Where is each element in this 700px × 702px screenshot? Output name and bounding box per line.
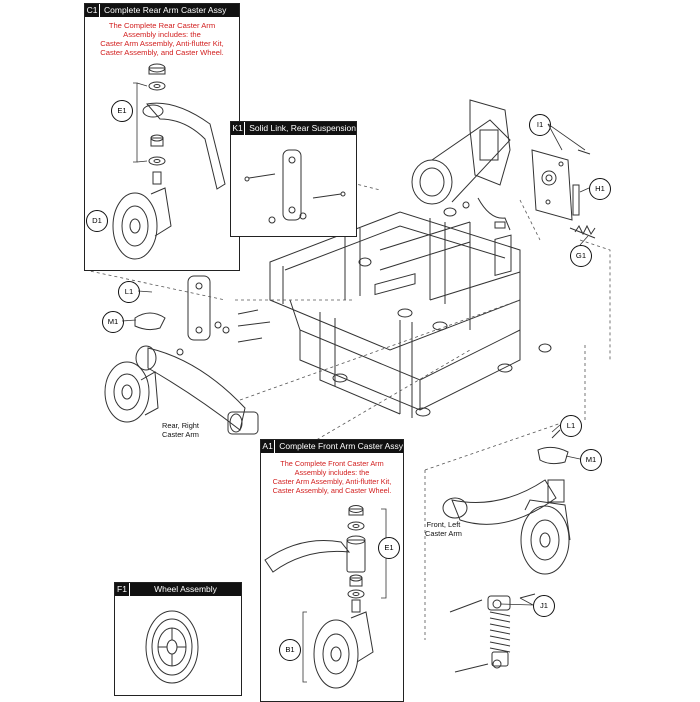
box-title: Complete Rear Arm Caster Assy <box>104 5 227 15</box>
rear-caster-assy-box: C1 Complete Rear Arm Caster Assy The Com… <box>84 3 240 271</box>
bracket-drawing <box>531 149 596 239</box>
note-line: Caster Assembly, and Caster Wheel. <box>100 48 224 57</box>
box-title: Solid Link, Rear Suspension <box>249 123 356 133</box>
shock-absorber-drawing <box>449 593 536 673</box>
rear-caster-exploded-drawing <box>112 63 226 260</box>
note-line: Assembly includes: the <box>123 30 201 39</box>
box-note: The Complete Rear Caster Arm Assembly in… <box>85 21 239 57</box>
note-line: Caster Arm Assembly, Anti-flutter Kit, <box>100 39 224 48</box>
front-caster-assy-box: A1 Complete Front Arm Caster Assy The Co… <box>260 439 404 702</box>
rear-right-caster-arm-label: Rear, Right Caster Arm <box>162 421 199 439</box>
label-line: Front, Left <box>426 520 461 529</box>
callout-d1: D1 <box>86 210 108 232</box>
box-header: F1 Wheel Assembly <box>115 583 241 596</box>
wheel-drawing <box>145 610 199 684</box>
note-line: Caster Assembly, and Caster Wheel. <box>272 486 392 495</box>
note-line: The Complete Rear Caster Arm <box>108 21 216 30</box>
box-code: C1 <box>85 4 100 17</box>
label-line: Caster Arm <box>425 528 462 538</box>
box-code: A1 <box>261 440 276 453</box>
callout-h1: H1 <box>589 178 611 200</box>
solid-link-drawing <box>244 149 346 224</box>
box-header: A1 Complete Front Arm Caster Assy <box>261 440 403 453</box>
callout-e1: E1 <box>378 537 400 559</box>
label-line: Rear, Right <box>162 421 199 430</box>
box-title: Complete Front Arm Caster Assy <box>279 441 403 451</box>
box-code: K1 <box>231 122 246 135</box>
solid-link-box: K1 Solid Link, Rear Suspension <box>230 121 357 237</box>
callout-i1: I1 <box>529 114 551 136</box>
box-header: C1 Complete Rear Arm Caster Assy <box>85 4 239 17</box>
callout-m1: M1 <box>102 311 124 333</box>
callout-m1: M1 <box>580 449 602 471</box>
note-line: Assembly includes: the <box>294 468 370 477</box>
front-caster-arm-drawing <box>442 429 571 575</box>
frame-drawing <box>269 207 552 418</box>
wheel-assembly-box: F1 Wheel Assembly <box>114 582 242 696</box>
front-caster-exploded-drawing <box>264 505 387 689</box>
callout-e1: E1 <box>111 100 133 122</box>
callout-l1: L1 <box>560 415 582 437</box>
callout-b1: B1 <box>279 639 301 661</box>
note-line: The Complete Front Caster Arm <box>280 459 384 468</box>
callout-j1: J1 <box>533 595 555 617</box>
callout-l1: L1 <box>118 281 140 303</box>
box-title: Wheel Assembly <box>154 584 217 594</box>
callout-g1: G1 <box>570 245 592 267</box>
box-header: K1 Solid Link, Rear Suspension <box>231 122 356 135</box>
note-line: Caster Arm Assembly, Anti-flutter Kit, <box>272 477 392 486</box>
front-left-caster-arm-label: Front, Left Caster Arm <box>425 520 462 538</box>
rear-caster-arm-drawing <box>104 275 271 435</box>
label-line: Caster Arm <box>162 429 199 439</box>
motor-drawing <box>411 99 511 231</box>
box-note: The Complete Front Caster Arm Assembly i… <box>259 459 405 495</box>
box-code: F1 <box>115 583 130 596</box>
